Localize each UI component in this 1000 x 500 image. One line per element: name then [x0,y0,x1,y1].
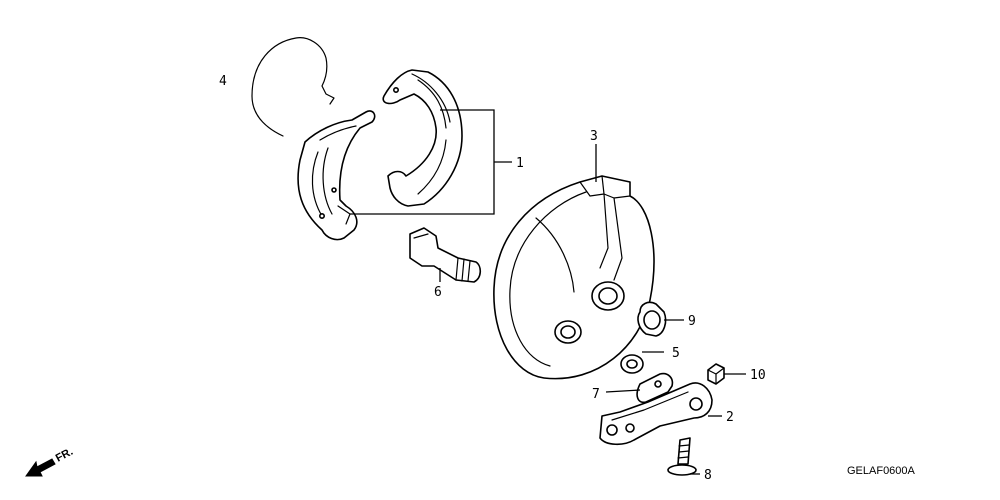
brake-panel [493,175,655,380]
washer [620,354,644,374]
brake-cam-spindle [409,227,482,283]
callout-8: 8 [704,468,712,483]
callout-6: 6 [434,285,442,300]
callout-2: 2 [726,410,734,425]
drawing-code: GELAF0600A [847,465,916,477]
brake-shoe-left [297,110,376,241]
callout-3: 3 [590,129,598,144]
callout-9: 9 [688,314,696,329]
brake-arm [599,382,713,446]
callout-4: 4 [219,74,227,89]
front-direction-arrow-icon [25,458,56,477]
direction-label: FR. [54,446,75,465]
nut [707,363,725,385]
callout-10: 10 [750,368,766,383]
spring-wire [251,37,335,137]
seal-bushing [637,301,667,337]
indicator-plate [636,372,674,404]
brake-shoe-right [382,69,463,207]
leader-lines [350,109,746,475]
bolt [667,437,697,476]
callout-5: 5 [672,346,680,361]
callout-7: 7 [592,387,600,402]
callout-1: 1 [516,156,524,171]
